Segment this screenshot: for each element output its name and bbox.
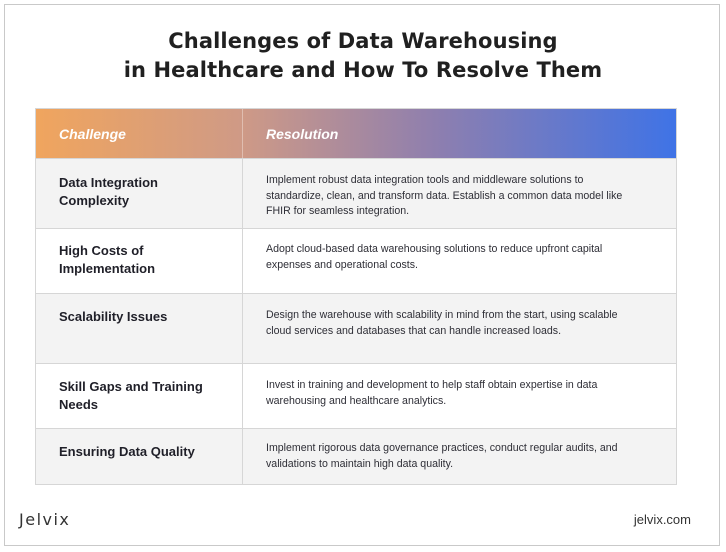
page-title: Challenges of Data Warehousing in Health… — [5, 27, 721, 85]
header-resolution: Resolution — [266, 125, 339, 142]
challenge-cell: Skill Gaps and Training Needs — [36, 364, 243, 428]
table-row: Data Integration Complexity Implement ro… — [36, 158, 676, 228]
resolution-cell: Adopt cloud-based data warehousing solut… — [266, 243, 603, 271]
table-header: Challenge Resolution — [36, 109, 676, 158]
title-line-1: Challenges of Data Warehousing — [168, 29, 558, 53]
challenge-cell: Scalability Issues — [36, 294, 243, 363]
challenges-table: Challenge Resolution Data Integration Co… — [35, 108, 677, 485]
site-url: jelvix.com — [633, 512, 691, 527]
challenge-cell: Data Integration Complexity — [36, 159, 243, 228]
resolution-cell: Design the warehouse with scalability in… — [266, 309, 618, 337]
resolution-cell: Implement rigorous data governance pract… — [266, 442, 618, 470]
table-row: Skill Gaps and Training Needs Invest in … — [36, 363, 676, 428]
table-row: Ensuring Data Quality Implement rigorous… — [36, 428, 676, 484]
title-line-2: in Healthcare and How To Resolve Them — [123, 58, 603, 82]
resolution-cell: Invest in training and development to he… — [266, 379, 598, 407]
infographic-frame: Challenges of Data Warehousing in Health… — [4, 4, 720, 546]
header-challenge: Challenge — [36, 109, 243, 158]
brand-logo: Jelvix — [19, 510, 71, 529]
challenge-cell: High Costs of Implementation — [36, 229, 243, 293]
table-row: High Costs of Implementation Adopt cloud… — [36, 228, 676, 293]
resolution-cell: Implement robust data integration tools … — [266, 174, 623, 217]
challenge-cell: Ensuring Data Quality — [36, 429, 243, 484]
table-body: Data Integration Complexity Implement ro… — [36, 158, 676, 484]
table-row: Scalability Issues Design the warehouse … — [36, 293, 676, 363]
